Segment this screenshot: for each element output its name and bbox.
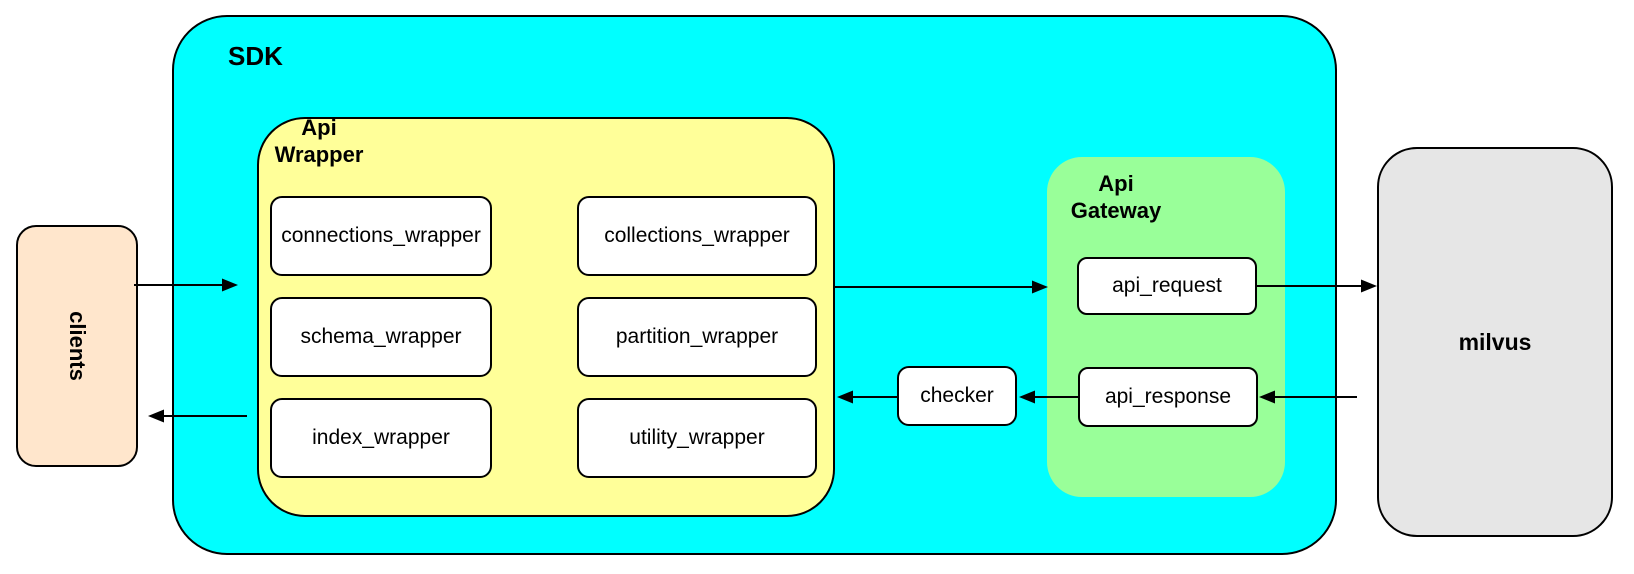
api-request-label: api_request <box>1112 274 1222 297</box>
sdk-title: SDK <box>228 41 283 71</box>
api-request-node: api_request <box>1077 257 1257 315</box>
api-gateway-title-line1: Api <box>1098 171 1134 196</box>
module-connections-wrapper-label: connections_wrapper <box>281 224 481 247</box>
module-index-wrapper-label: index_wrapper <box>312 426 450 449</box>
api-wrapper-title: Api Wrapper <box>262 114 376 168</box>
module-collections-wrapper: collections_wrapper <box>577 196 817 276</box>
clients-label: clients <box>65 311 90 381</box>
module-connections-wrapper: connections_wrapper <box>270 196 492 276</box>
module-utility-wrapper: utility_wrapper <box>577 398 817 478</box>
api-wrapper-title-line1: Api <box>301 115 337 140</box>
api-gateway-container <box>1047 157 1285 497</box>
checker-label: checker <box>920 384 994 407</box>
module-schema-wrapper-label: schema_wrapper <box>300 325 462 348</box>
api-wrapper-title-line2: Wrapper <box>274 142 364 167</box>
api-response-label: api_response <box>1104 385 1232 408</box>
api-response-node: api_response <box>1078 367 1258 427</box>
checker-node: checker <box>897 366 1017 426</box>
module-utility-wrapper-label: utility_wrapper <box>629 426 765 449</box>
module-partition-wrapper: partition_wrapper <box>577 297 817 377</box>
api-gateway-title: Api Gateway <box>1059 170 1173 224</box>
clients-box: clients <box>16 225 138 467</box>
milvus-box: milvus <box>1377 147 1613 537</box>
module-partition-wrapper-label: partition_wrapper <box>615 325 779 348</box>
module-collections-wrapper-label: collections_wrapper <box>604 224 790 247</box>
milvus-label: milvus <box>1458 328 1532 355</box>
module-index-wrapper: index_wrapper <box>270 398 492 478</box>
module-schema-wrapper: schema_wrapper <box>270 297 492 377</box>
api-gateway-title-line2: Gateway <box>1070 198 1162 223</box>
